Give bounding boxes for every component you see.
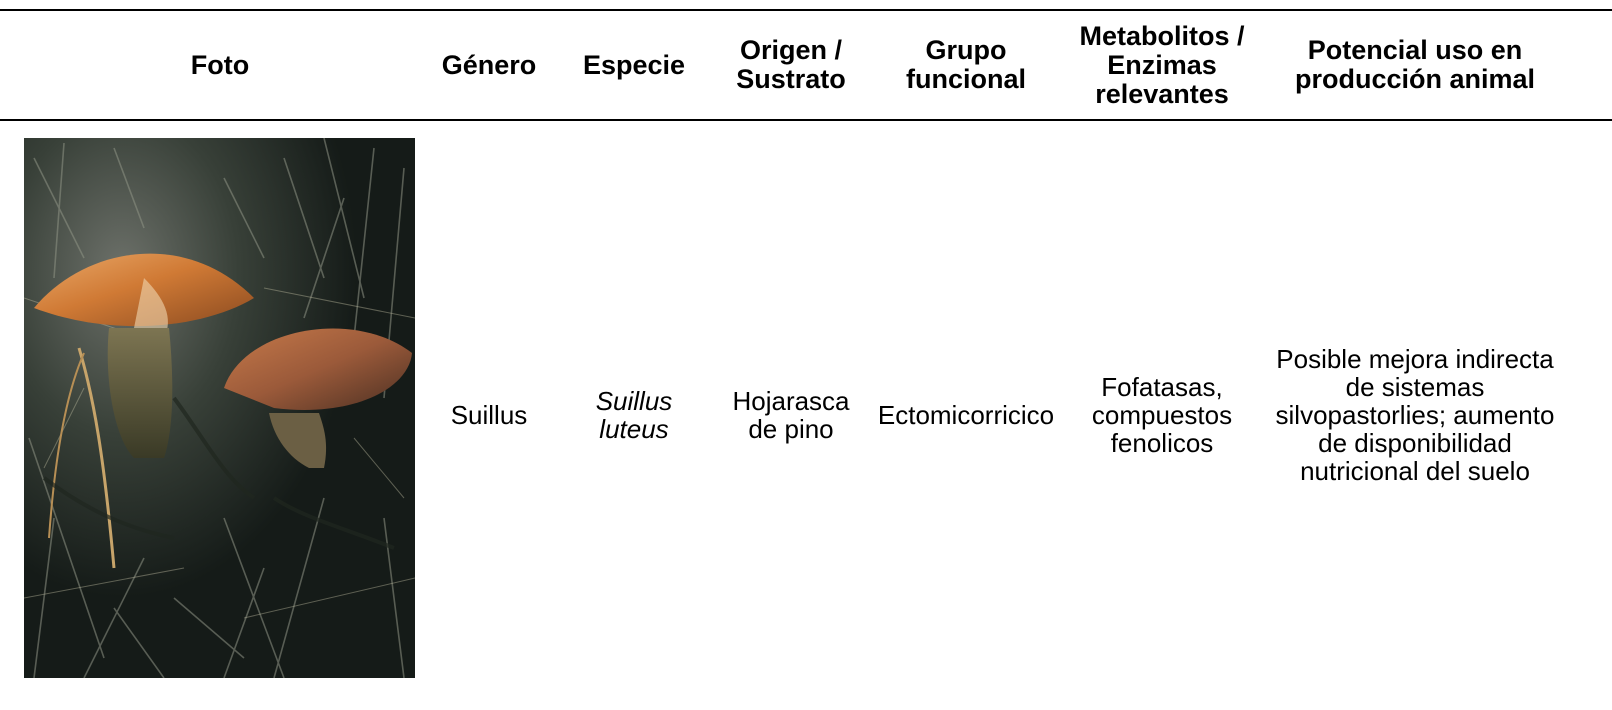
header-origen-label: Origen / Sustrato	[736, 35, 846, 94]
header-potencial-label: Potencial uso en producción animal	[1294, 35, 1536, 94]
cell-grupo-text: Ectomicorricico	[877, 400, 1055, 430]
header-metabolitos: Metabolitos / Enzimas relevantes	[1068, 12, 1256, 118]
header-foto-label: Foto	[190, 49, 250, 80]
cell-potencial-text: Posible mejora indirecta de sistemas sil…	[1275, 344, 1555, 486]
cell-grupo: Ectomicorricico	[878, 122, 1054, 708]
cell-metabolitos-text: Fofatasas, compuestos fenolicos	[1091, 372, 1233, 458]
cell-potencial: Posible mejora indirecta de sistemas sil…	[1272, 122, 1558, 708]
table-top-rule	[0, 9, 1612, 11]
mushroom-photo-image	[24, 138, 415, 678]
header-genero-label: Género	[441, 49, 537, 80]
table-header-rule	[0, 119, 1612, 121]
header-grupo-label: Grupo funcional	[906, 35, 1026, 94]
cell-origen-text: Hojarasca de pino	[732, 386, 850, 444]
cell-especie: Suillus luteus	[566, 122, 702, 708]
header-grupo: Grupo funcional	[884, 12, 1048, 118]
header-especie-label: Especie	[582, 49, 686, 80]
header-metabolitos-label: Metabolitos / Enzimas relevantes	[1079, 20, 1245, 109]
cell-genero-text: Suillus	[450, 400, 528, 430]
header-especie: Especie	[566, 12, 702, 118]
cell-origen: Hojarasca de pino	[718, 122, 864, 708]
cell-especie-text: Suillus luteus	[595, 386, 673, 444]
header-foto: Foto	[0, 12, 440, 118]
header-potencial: Potencial uso en producción animal	[1272, 12, 1558, 118]
cell-genero: Suillus	[426, 122, 552, 708]
cell-metabolitos: Fofatasas, compuestos fenolicos	[1068, 122, 1256, 708]
header-genero: Género	[426, 12, 552, 118]
header-origen: Origen / Sustrato	[718, 12, 864, 118]
mushroom-photo	[24, 138, 415, 678]
